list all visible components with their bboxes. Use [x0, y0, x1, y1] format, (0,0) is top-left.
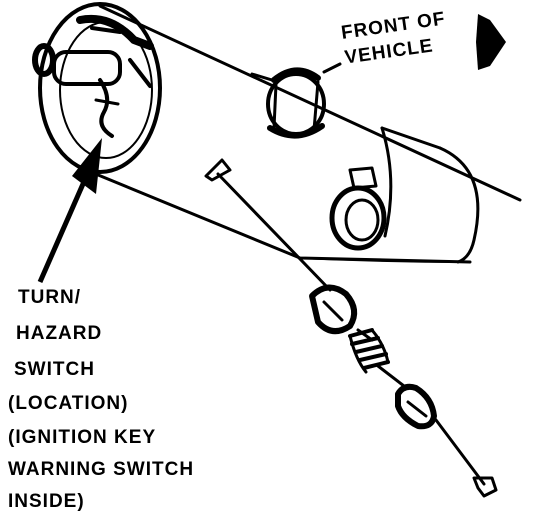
callout-line: (LOCATION) [8, 393, 129, 414]
ignition-key-warning-switch [309, 284, 358, 335]
front-arrow-icon [476, 14, 506, 70]
callout-line: SWITCH [14, 359, 95, 380]
lock-boss [250, 62, 342, 139]
switch-contact [395, 383, 437, 430]
callout-line: (IGNITION KEY [8, 427, 157, 448]
lower-round-boss [329, 185, 387, 251]
callout-line: INSIDE) [8, 491, 85, 512]
callout-line: HAZARD [16, 323, 103, 344]
steering-column-body [84, 4, 522, 264]
switch-spring [348, 328, 390, 374]
mounting-hole [204, 158, 232, 182]
wire-terminal [472, 476, 498, 498]
column-tab [348, 166, 378, 190]
warning-switch-wire [216, 172, 486, 486]
callout-line: WARNING SWITCH [8, 459, 195, 480]
callout-leader-arrow [37, 138, 102, 284]
callout-line: TURN/ [18, 287, 82, 308]
turn-hazard-switch [32, 15, 154, 138]
